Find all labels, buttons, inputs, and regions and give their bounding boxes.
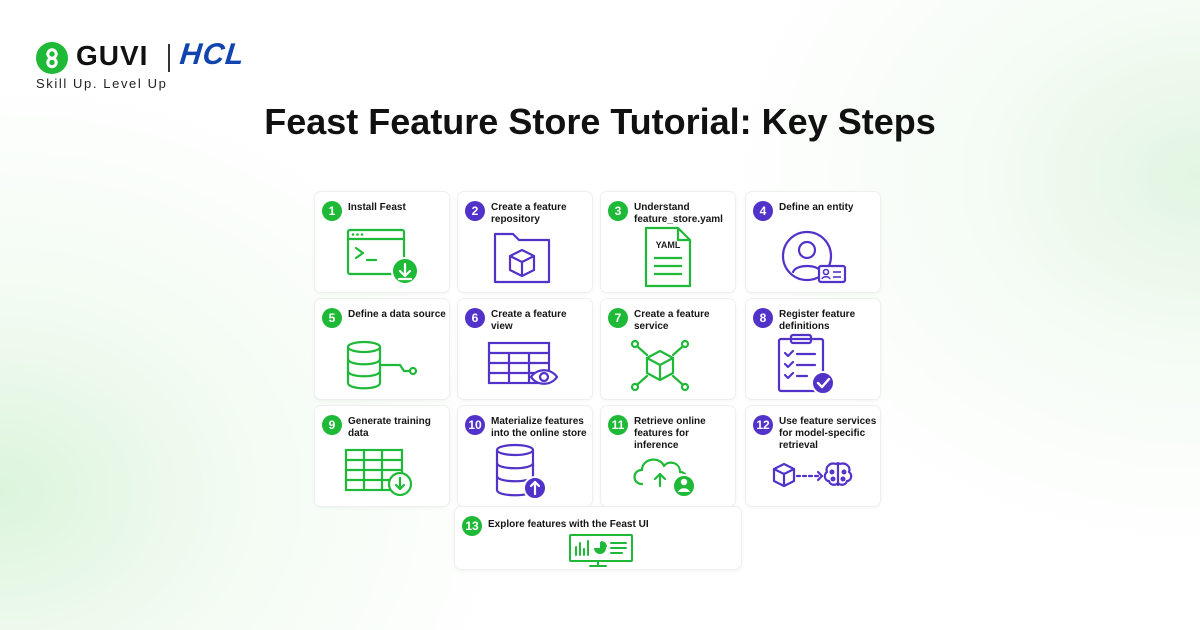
step-number-badge: 7 xyxy=(608,308,628,328)
step-label: Explore features with the Feast UI xyxy=(488,519,649,530)
step-label: Define a data source xyxy=(348,309,446,320)
step-label: Create a feature view xyxy=(491,309,567,332)
step-number-badge: 11 xyxy=(608,415,628,435)
yaml-icon-text: YAML xyxy=(656,240,681,250)
clipboard-check-icon xyxy=(777,333,835,395)
step-label: Materialize features into the online sto… xyxy=(491,416,587,439)
step-label: Understand feature_store.yaml xyxy=(634,202,723,225)
step-card-1: 1 Install Feast xyxy=(315,192,449,292)
terminal-download-icon xyxy=(346,228,419,285)
step-number-badge: 5 xyxy=(322,308,342,328)
dashboard-monitor-icon xyxy=(569,534,633,567)
step-number-badge: 1 xyxy=(322,201,342,221)
step-card-2: 2 Create a feature repository xyxy=(458,192,592,292)
folder-cube-icon xyxy=(493,232,551,284)
step-number-badge: 4 xyxy=(753,201,773,221)
brand-tagline: Skill Up. Level Up xyxy=(36,76,168,91)
step-card-12: 12 Use feature services for model-specif… xyxy=(746,406,880,506)
yaml-file-icon: YAML xyxy=(644,226,692,288)
step-card-7: 7 Create a feature service xyxy=(601,299,735,399)
table-eye-icon xyxy=(487,341,559,385)
step-number-badge: 3 xyxy=(608,201,628,221)
hcl-wordmark: HCL xyxy=(178,38,247,71)
step-card-10: 10 Materialize features into the online … xyxy=(458,406,592,506)
step-number-badge: 10 xyxy=(465,415,485,435)
step-label: Create a feature service xyxy=(634,309,710,332)
step-label: Create a feature repository xyxy=(491,202,567,225)
step-number-badge: 2 xyxy=(465,201,485,221)
step-label: Define an entity xyxy=(779,202,854,213)
brand-logo: GUVI HCL Skill Up. Level Up xyxy=(36,38,336,94)
step-label: Generate training data xyxy=(348,416,431,439)
step-card-8: 8 Register feature definitions xyxy=(746,299,880,399)
cube-network-icon xyxy=(630,339,690,392)
step-label: Register feature definitions xyxy=(779,309,856,332)
step-number-badge: 8 xyxy=(753,308,773,328)
step-number-badge: 6 xyxy=(465,308,485,328)
step-number-badge: 12 xyxy=(753,415,773,435)
database-connector-icon xyxy=(346,340,418,390)
brand-divider xyxy=(168,44,170,72)
guvi-logo-icon xyxy=(36,42,68,74)
cube-to-brain-icon xyxy=(772,462,853,488)
step-number-badge: 13 xyxy=(462,516,482,536)
step-card-3: 3 Understand feature_store.yaml YAML xyxy=(601,192,735,292)
step-card-6: 6 Create a feature view xyxy=(458,299,592,399)
step-number-badge: 9 xyxy=(322,415,342,435)
table-download-icon xyxy=(344,448,413,497)
step-card-13: 13 Explore features with the Feast UI xyxy=(455,507,741,569)
step-card-4: 4 Define an entity xyxy=(746,192,880,292)
cloud-user-icon xyxy=(633,458,696,498)
step-label: Retrieve online features for inference xyxy=(634,416,706,451)
user-id-card-icon xyxy=(781,230,847,284)
step-card-9: 9 Generate training data xyxy=(315,406,449,506)
step-card-5: 5 Define a data source xyxy=(315,299,449,399)
database-upload-icon xyxy=(495,443,547,500)
step-card-11: 11 Retrieve online features for inferenc… xyxy=(601,406,735,506)
step-label: Use feature services for model-specific … xyxy=(779,416,877,451)
page-title: Feast Feature Store Tutorial: Key Steps xyxy=(264,101,936,142)
guvi-wordmark: GUVI xyxy=(76,40,149,71)
step-label: Install Feast xyxy=(348,202,406,213)
